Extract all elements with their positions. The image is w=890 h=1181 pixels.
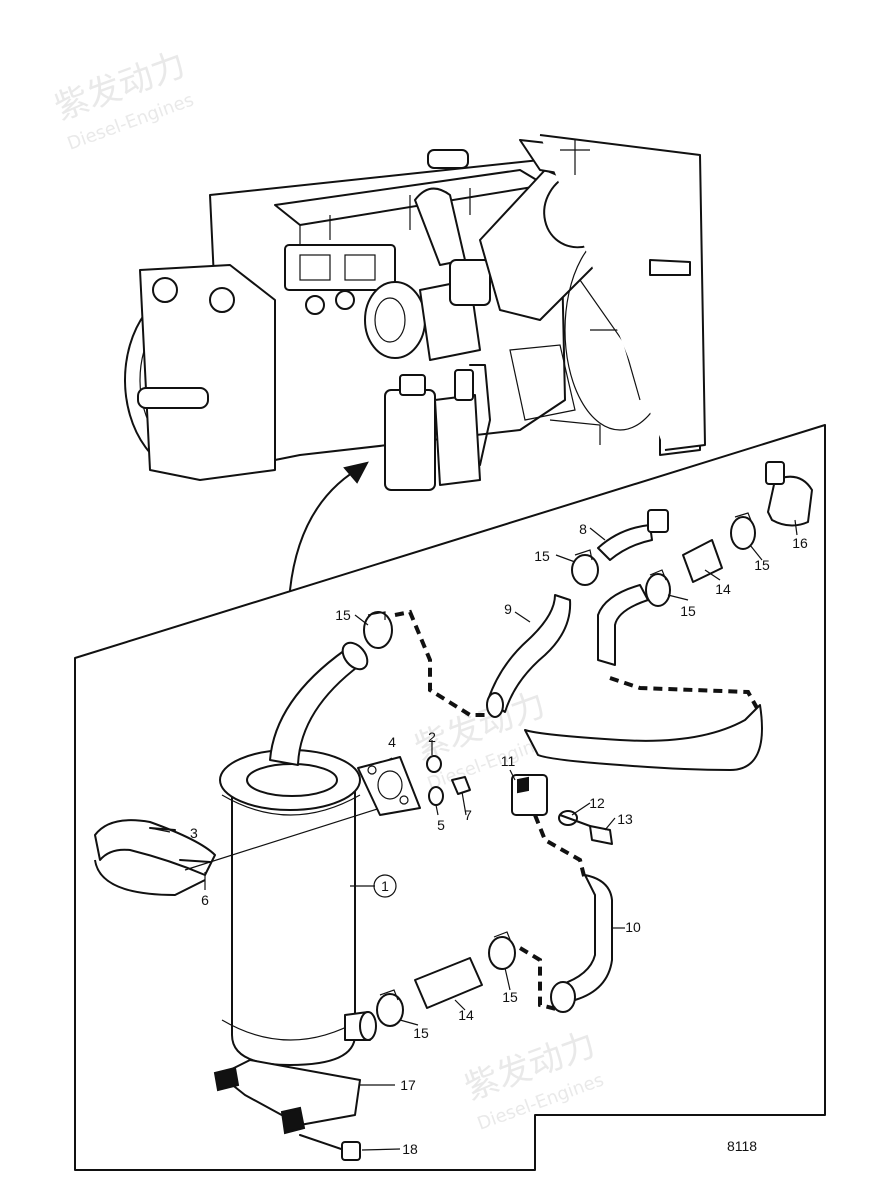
- callout-14-lower: 14: [458, 1007, 474, 1023]
- callout-18: 18: [402, 1141, 418, 1157]
- callout-15-right-b: 15: [754, 557, 770, 573]
- engine-overview: [124, 134, 706, 491]
- callout-4: 4: [388, 734, 396, 750]
- gasket: [357, 756, 421, 816]
- callout-8: 8: [579, 521, 587, 537]
- detail-frame: [74, 424, 826, 1171]
- callout-13: 13: [617, 811, 633, 827]
- callout-15-right-a: 15: [680, 603, 696, 619]
- callout-3: 3: [190, 825, 198, 841]
- arrow-head: [343, 461, 369, 484]
- bolt-13: [589, 825, 613, 845]
- drawing-number: 8118: [727, 1138, 757, 1154]
- callout-17: 17: [400, 1077, 416, 1093]
- callout-14-upper: 14: [715, 581, 731, 597]
- upper-hoses: [363, 461, 813, 1013]
- callout-2: 2: [428, 729, 436, 745]
- washer-2: [426, 755, 442, 773]
- callout-15-mid: 15: [534, 548, 550, 564]
- nut-7: [451, 776, 471, 795]
- bottom-bracket: [213, 1059, 361, 1161]
- heater-body: [219, 641, 377, 1066]
- lower-hoses: [376, 931, 561, 1027]
- callout-6: 6: [201, 892, 209, 908]
- washer-5: [428, 786, 444, 806]
- leader-lines: [149, 519, 798, 1151]
- callout-9: 9: [504, 601, 512, 617]
- callout-12: 12: [589, 795, 605, 811]
- callout-15-top: 15: [335, 607, 351, 623]
- callout-labels: 1 2 3 4 5 6 7 8 9 10 11 12 13 14 14 15 1…: [190, 521, 808, 1157]
- callout-10: 10: [625, 919, 641, 935]
- callout-15-lower-a: 15: [413, 1025, 429, 1041]
- callout-1: 1: [381, 878, 389, 894]
- callout-15-lower-b: 15: [502, 989, 518, 1005]
- callout-circle-1: [373, 874, 397, 898]
- clamp-15-top: [363, 611, 393, 649]
- callout-11: 11: [501, 753, 516, 769]
- callout-7: 7: [464, 807, 472, 823]
- callout-16: 16: [792, 535, 808, 551]
- callout-5: 5: [437, 817, 445, 833]
